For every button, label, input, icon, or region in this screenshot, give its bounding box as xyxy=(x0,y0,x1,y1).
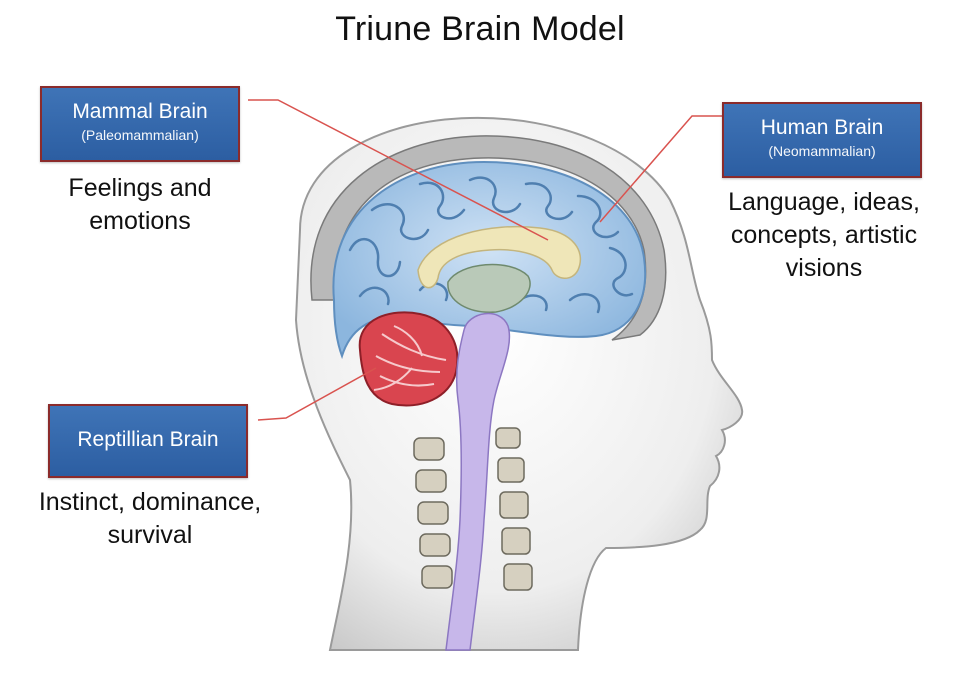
mammal-brain-subtitle: (Paleomammalian) xyxy=(81,127,199,143)
reptilian-desc-line: Instinct, dominance, xyxy=(38,488,262,516)
human-desc-line: visions xyxy=(785,254,863,282)
skull-outline xyxy=(310,135,667,341)
mammal-leader-line xyxy=(248,99,549,241)
thalamus xyxy=(447,263,531,313)
reptilian-brain-label: Reptillian Brain xyxy=(48,404,248,478)
human-brain-name: Human Brain xyxy=(760,116,884,139)
page-title: Triune Brain Model xyxy=(335,10,625,48)
human-brain-label: Human Brain (Neomammalian) xyxy=(722,102,922,178)
reptilian-desc-line: survival xyxy=(107,521,193,549)
reptilian-leader-line xyxy=(257,367,377,421)
human-desc-line: Language, ideas, xyxy=(728,188,920,216)
mammal-brain-label: Mammal Brain (Paleomammalian) xyxy=(40,86,240,162)
mammal-brain-name: Mammal Brain xyxy=(72,100,208,123)
cerebral-cortex xyxy=(332,160,647,360)
mammal-desc-line: Feelings and xyxy=(68,174,212,202)
leader-lines xyxy=(248,99,722,421)
brainstem xyxy=(445,312,511,651)
mammal-brain-description: Feelings and emotions xyxy=(40,172,240,238)
reptilian-brain-description: Instinct, dominance, survival xyxy=(20,486,280,552)
reptilian-brain-name: Reptillian Brain xyxy=(77,428,219,451)
corpus-callosum xyxy=(417,225,582,289)
cerebellum-arbor-vitae xyxy=(373,325,447,391)
human-brain-description: Language, ideas, concepts, artistic visi… xyxy=(704,186,944,285)
human-desc-line: concepts, artistic xyxy=(730,221,918,249)
human-leader-line xyxy=(599,115,722,223)
human-brain-subtitle: (Neomammalian) xyxy=(768,143,876,159)
mammal-desc-line: emotions xyxy=(89,207,191,235)
cervical-vertebrae xyxy=(413,427,533,591)
